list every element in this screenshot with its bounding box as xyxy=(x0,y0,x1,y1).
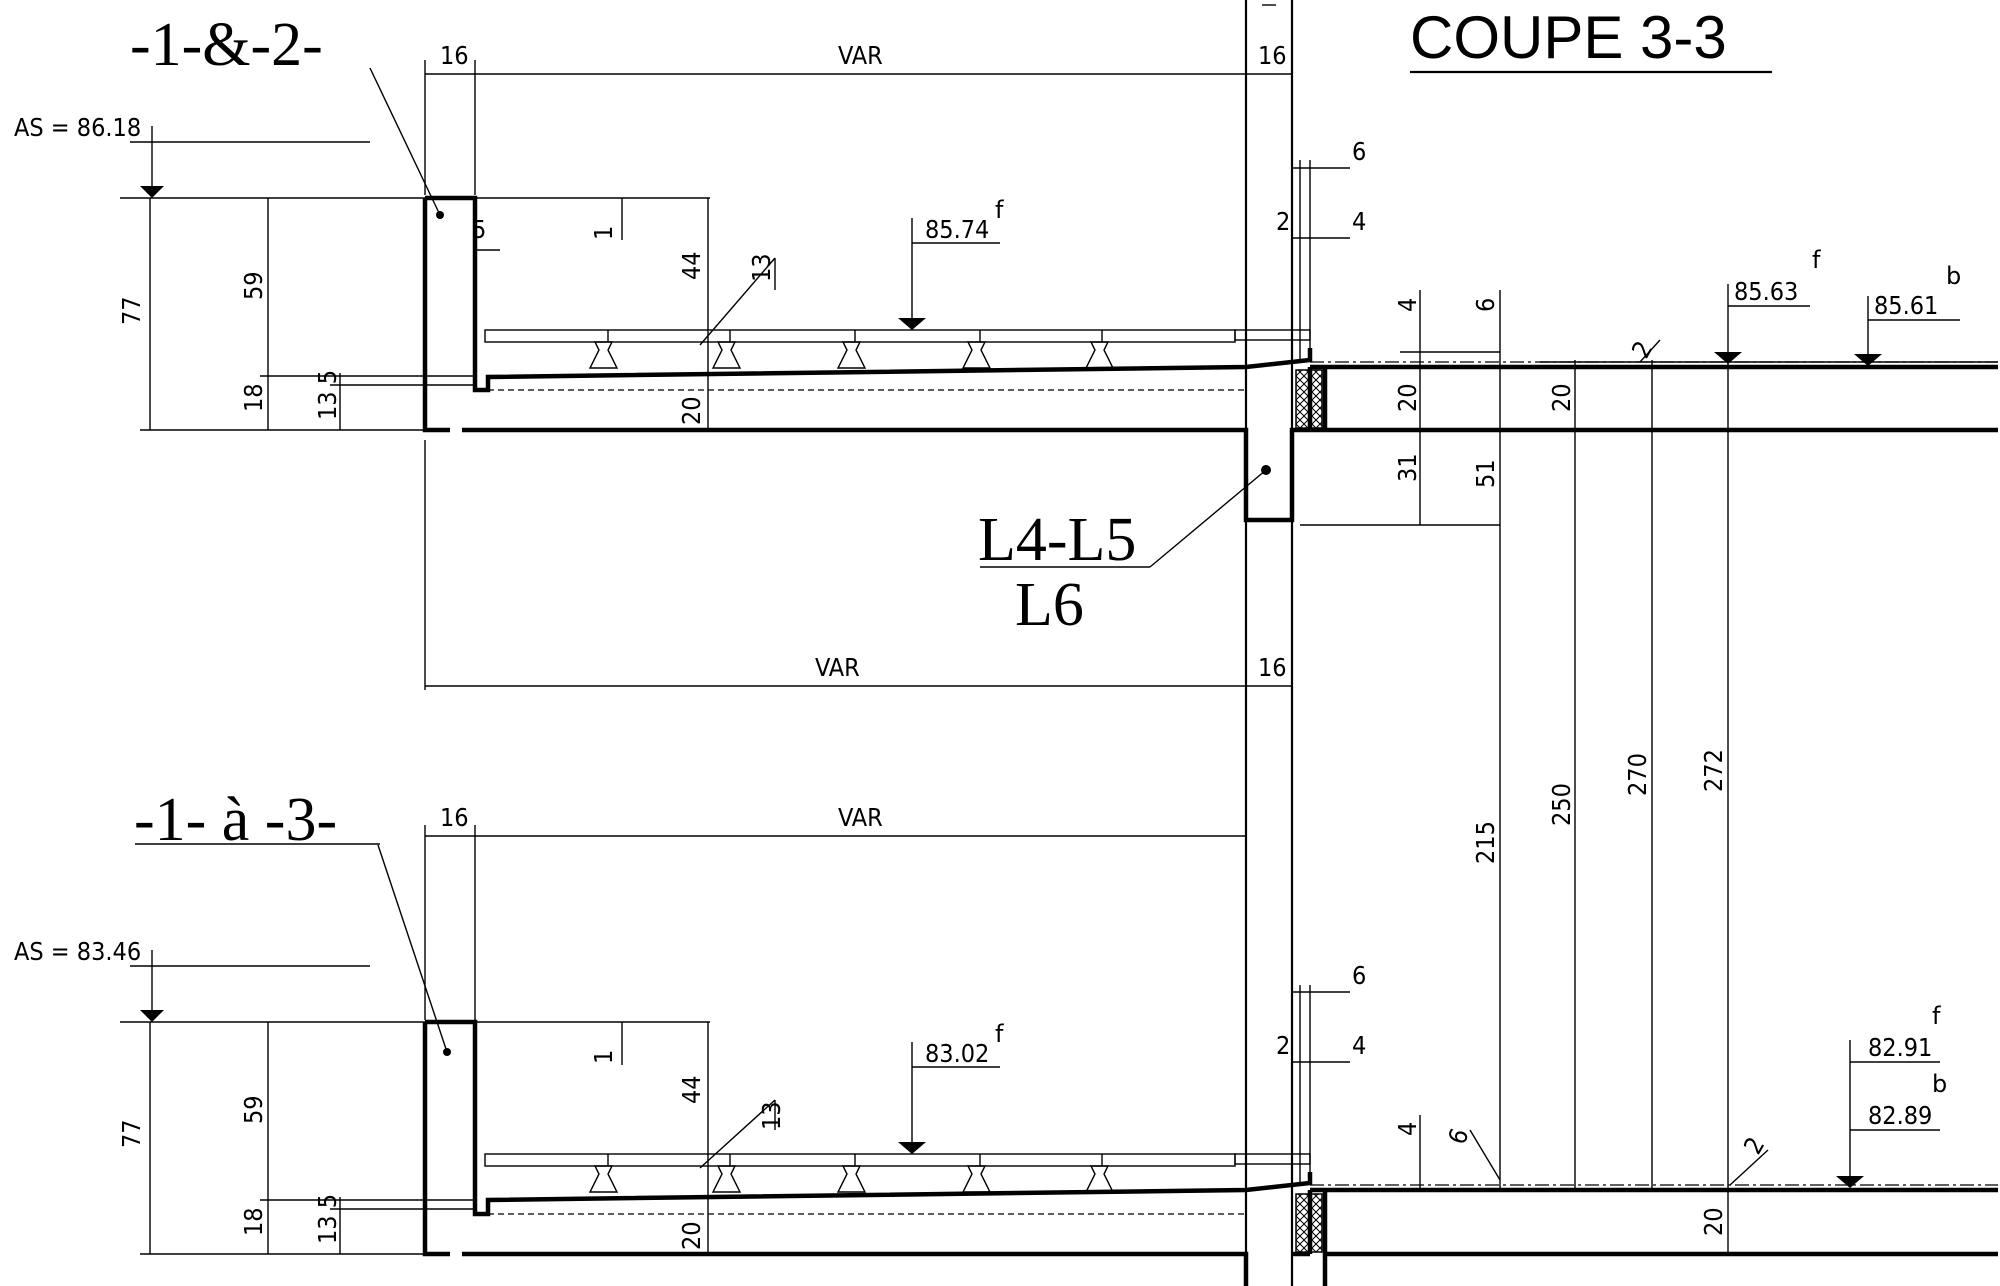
finish-level-top: 85.74 xyxy=(925,215,989,244)
beam-label-line2: L6 xyxy=(1015,571,1084,639)
dim-77-top: 77 xyxy=(117,296,146,325)
level-markers xyxy=(140,126,1960,1188)
dim-6-bottom-slab: 6 xyxy=(1442,1125,1474,1148)
right-level-f-bottom-sup: f xyxy=(1932,1002,1941,1030)
finish-level-top-sup: f xyxy=(995,196,1004,224)
finish-level-bottom-sup: f xyxy=(995,1020,1004,1048)
dim-16-top-left: 16 xyxy=(440,41,469,70)
right-level-b-top: 85.61 xyxy=(1874,291,1938,320)
dim-var-top: VAR xyxy=(838,41,883,70)
dim-250: 250 xyxy=(1547,783,1576,826)
dim-18-top: 18 xyxy=(239,383,268,412)
dim-59-top: 59 xyxy=(239,271,268,300)
right-level-b-bottom: 82.89 xyxy=(1868,1101,1932,1130)
right-level-b-bottom-sup: b xyxy=(1932,1070,1947,1098)
dim-20-bottom-slab: 20 xyxy=(677,1221,706,1250)
dim-16-bottom: 16 xyxy=(440,803,469,832)
drawing-title: COUPE 3-3 xyxy=(1410,4,1727,71)
dim-6-top-right: 6 xyxy=(1352,137,1366,166)
dim-270: 270 xyxy=(1623,753,1652,796)
dim-20-top-right-a: 20 xyxy=(1393,383,1422,412)
dim-215: 215 xyxy=(1471,821,1500,864)
as-level-bottom: AS = 83.46 xyxy=(14,937,141,966)
right-level-b-top-sup: b xyxy=(1946,262,1961,290)
lower-dimension-lines xyxy=(120,825,1769,1255)
dim-20-top-slab: 20 xyxy=(677,396,706,425)
dim-77-bottom: 77 xyxy=(117,1119,146,1148)
dim-51: 51 xyxy=(1471,459,1500,488)
dim-4-top-right: 4 xyxy=(1352,207,1366,236)
dim-13-bottom: 13 xyxy=(757,1101,786,1130)
dim-44-bottom: 44 xyxy=(677,1075,706,1104)
dim-18-bottom: 18 xyxy=(239,1207,268,1236)
dim-4-bottom-slab: 4 xyxy=(1393,1122,1422,1136)
dim-1-top: 1 xyxy=(589,226,618,240)
upper-detail-label: -1-&-2- xyxy=(130,11,323,79)
dim-31: 31 xyxy=(1393,453,1422,482)
dim-6-top-slab: 6 xyxy=(1471,298,1500,312)
dim-2-top-right: 2 xyxy=(1276,207,1290,236)
dim-1-bottom: 1 xyxy=(589,1050,618,1064)
lower-detail-label: -1- à -3- xyxy=(134,786,337,854)
dim-13-top: 13 xyxy=(747,253,776,282)
finish-level-bottom: 83.02 xyxy=(925,1039,989,1068)
dim-5-top: 5 xyxy=(472,215,486,244)
dim-272: 272 xyxy=(1699,749,1728,792)
dim-20-bottom-right: 20 xyxy=(1699,1207,1728,1236)
dim-4-top-slab: 4 xyxy=(1393,298,1422,312)
dim-13-5-bottom: 13 5 xyxy=(313,1194,342,1244)
upper-floor-section xyxy=(422,195,1998,523)
central-wall xyxy=(1244,0,1294,1286)
dim-4-bottom-right: 4 xyxy=(1352,1031,1366,1060)
dim-20-top-right-b: 20 xyxy=(1547,383,1576,412)
dim-var-middle: VAR xyxy=(815,653,860,682)
right-level-f-bottom: 82.91 xyxy=(1868,1033,1932,1062)
as-level-top: AS = 86.18 xyxy=(14,113,141,142)
dim-2-bottom-slab: 2 xyxy=(1738,1132,1770,1159)
beam-label-line1: L4-L5 xyxy=(978,506,1136,574)
dim-16-top-right: 16 xyxy=(1258,41,1287,70)
dim-13-5-top: 13 5 xyxy=(313,370,342,420)
dim-59-bottom: 59 xyxy=(239,1095,268,1124)
right-level-f-top-sup: f xyxy=(1812,246,1821,274)
dim-6-bottom-right: 6 xyxy=(1352,961,1366,990)
dim-44-top: 44 xyxy=(677,251,706,280)
dim-16-middle: 16 xyxy=(1258,653,1287,682)
dim-2-bottom-right: 2 xyxy=(1276,1031,1290,1060)
upper-dimension-lines xyxy=(120,60,1729,1190)
dim-var-bottom: VAR xyxy=(838,803,883,832)
right-level-f-top: 85.63 xyxy=(1734,277,1798,306)
